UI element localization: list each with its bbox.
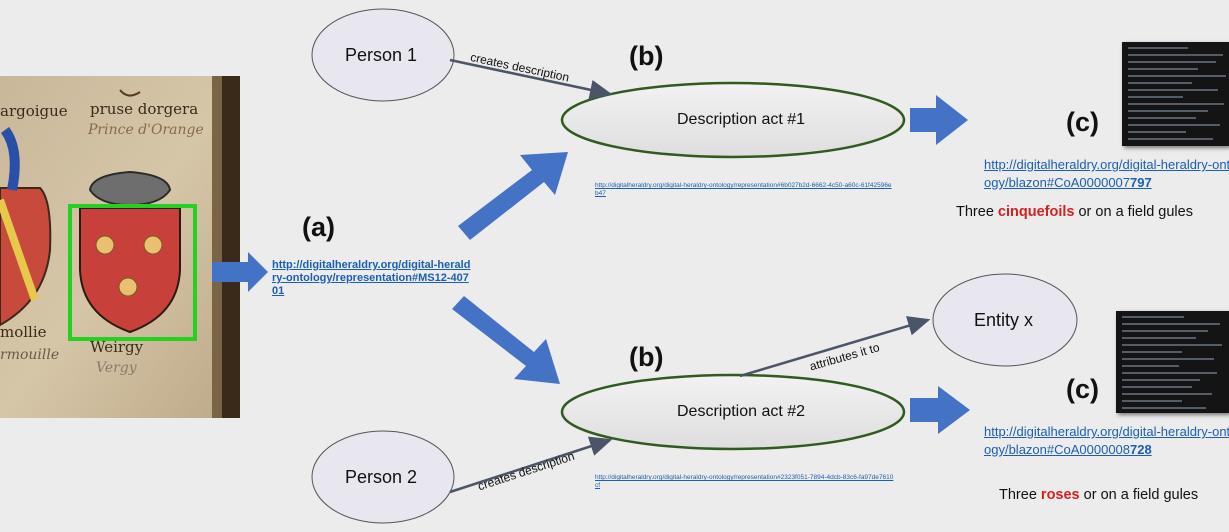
- manuscript-caption: Vergy: [96, 360, 137, 376]
- act1-node: [560, 81, 906, 159]
- label-a: (a): [302, 212, 335, 242]
- manuscript-caption: Prince d'Orange: [88, 122, 204, 138]
- blazon-top: Three cinquefoils or on a field gules: [956, 204, 1193, 220]
- act1-label: Description act #1: [677, 111, 806, 128]
- act1-link[interactable]: http://digitalheraldry.org/digital-heral…: [595, 182, 892, 197]
- manuscript-caption: rmouille: [0, 347, 60, 363]
- act2-node: [560, 373, 906, 451]
- arrow-act1-to-c: [910, 95, 968, 145]
- label-b-bottom: (b): [629, 342, 664, 372]
- manuscript-caption: pruse dorgera: [90, 100, 199, 118]
- code-panel-top: [1122, 42, 1229, 146]
- arrow-a-to-act2: [452, 296, 560, 384]
- blazon2-link[interactable]: http://digitalheraldry.org/digital-heral…: [984, 423, 1229, 459]
- edge-act2-to-entity: [739, 316, 931, 378]
- label-c-top: (c): [1066, 107, 1099, 137]
- blazon2-link-prefix: http://digitalheraldry.org/digital-heral…: [984, 424, 1229, 457]
- label-b-top: (b): [629, 41, 664, 71]
- entity-node: [932, 273, 1078, 367]
- blazon2-link-suffix: 728: [1130, 442, 1152, 457]
- person2-node: [311, 430, 455, 524]
- act2-link[interactable]: http://digitalheraldry.org/digital-heral…: [595, 474, 894, 489]
- arrow-image-to-a: [212, 252, 268, 292]
- code-panel-bottom: [1116, 311, 1229, 413]
- edge-person1-to-act1: [449, 58, 613, 100]
- blazon-top-before: Three: [956, 204, 998, 220]
- arrow-a-to-act1: [458, 152, 568, 240]
- person2-label: Person 2: [345, 467, 418, 487]
- blazon-bottom-after: or on a field gules: [1079, 487, 1199, 503]
- manuscript-caption: mollie: [0, 323, 47, 341]
- blazon-top-charge: cinquefoils: [997, 204, 1075, 220]
- representation-link[interactable]: http://digitalheraldry.org/digital-heral…: [272, 259, 471, 297]
- manuscript-caption: argoigue: [0, 102, 68, 120]
- label-c-bottom: (c): [1066, 374, 1099, 404]
- blazon-bottom-before: Three: [999, 487, 1041, 503]
- entity-label: Entity x: [974, 310, 1034, 330]
- manuscript-image: [0, 76, 240, 418]
- manuscript-caption: Weirgy: [90, 338, 144, 356]
- arrow-act2-to-c: [910, 386, 970, 434]
- blazon-bottom: Three roses or on a field gules: [999, 487, 1198, 503]
- act2-label: Description act #2: [677, 403, 806, 420]
- blazon1-link-prefix: http://digitalheraldry.org/digital-heral…: [984, 157, 1229, 190]
- blazon-top-after: or on a field gules: [1074, 204, 1193, 220]
- blazon1-link[interactable]: http://digitalheraldry.org/digital-heral…: [984, 156, 1229, 192]
- blazon1-link-suffix: 797: [1130, 175, 1152, 190]
- person1-node: [311, 8, 455, 102]
- person1-label: Person 1: [345, 45, 418, 65]
- edge-person2-to-act2: [449, 436, 613, 494]
- blazon-bottom-charge: roses: [1040, 487, 1080, 503]
